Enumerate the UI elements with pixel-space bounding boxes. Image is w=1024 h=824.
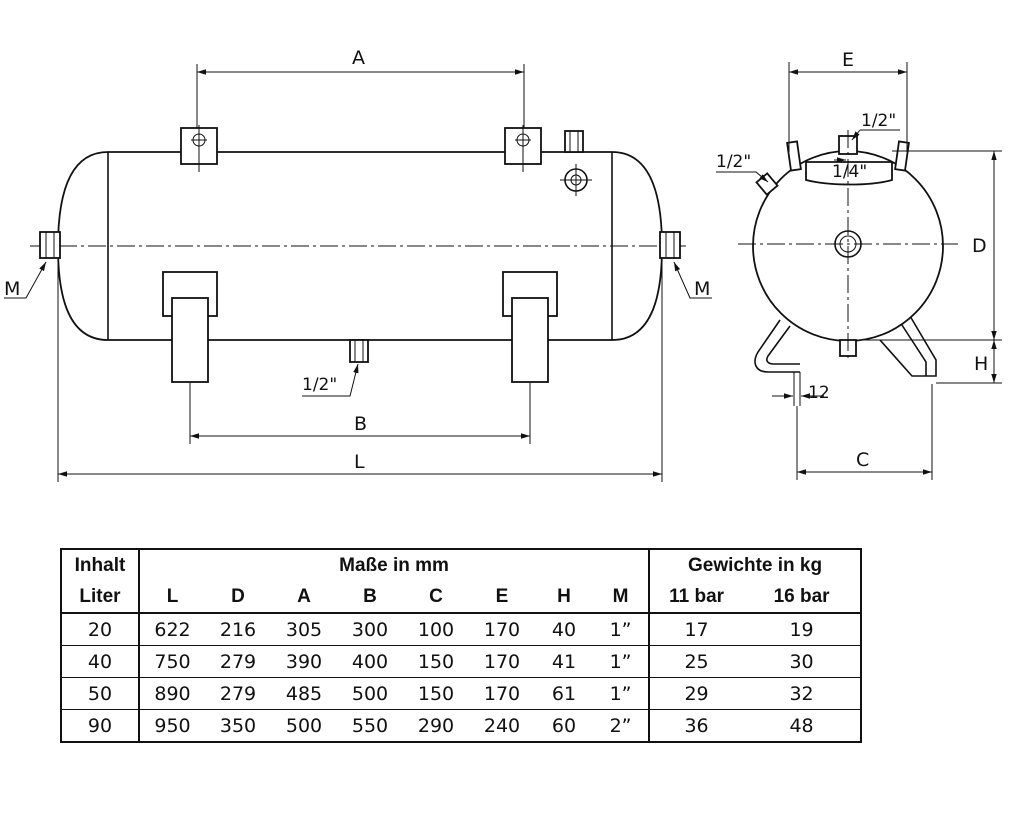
cell-b: 500: [337, 677, 403, 710]
cell-w11: 17: [649, 613, 744, 646]
end-view: 1/2" 1/2" 1/4" E D H 12 C: [716, 49, 1002, 480]
cell-liter: 90: [60, 709, 140, 743]
dimension-l-label: L: [354, 451, 365, 473]
cell-d: 279: [205, 645, 271, 678]
cell-e: 240: [469, 709, 535, 743]
table-row: 20 622 216 305 300 100 170 40 1” 17 19: [60, 613, 863, 646]
end-socket-right: [659, 231, 681, 259]
cell-m: 2”: [593, 709, 651, 743]
cell-l: 750: [139, 645, 205, 678]
cell-e: 170: [469, 613, 535, 646]
col-header-16bar: 16 bar: [743, 581, 863, 614]
cell-l: 622: [139, 613, 205, 646]
foot-left: [162, 271, 218, 383]
table-row: 40 750 279 390 400 150 170 41 1” 25 30: [60, 645, 863, 678]
foot-right: [502, 271, 558, 383]
side-view: M M 1/2" A B L: [4, 47, 712, 482]
cell-c: 150: [403, 677, 469, 710]
cell-c: 150: [403, 645, 469, 678]
cell-e: 170: [469, 677, 535, 710]
cell-b: 550: [337, 709, 403, 743]
end-socket-left: [39, 231, 61, 259]
table-row: 90 950 350 500 550 290 240 60 2” 36 48: [60, 709, 863, 743]
col-header-c: C: [403, 581, 469, 614]
col-header-m: M: [593, 581, 651, 614]
cell-m: 1”: [593, 645, 651, 678]
cell-w16: 19: [743, 613, 863, 646]
fitting-label-top: 1/2": [861, 111, 896, 131]
cell-h: 61: [535, 677, 593, 710]
col-header-b: B: [337, 581, 403, 614]
technical-drawing: M M 1/2" A B L: [4, 47, 1002, 482]
cell-m: 1”: [593, 677, 651, 710]
cell-b: 400: [337, 645, 403, 678]
spec-table: Inhalt Maße in mm Gewichte in kg Liter L…: [60, 548, 863, 743]
fitting-label-side: 1/2": [716, 152, 751, 172]
cell-c: 100: [403, 613, 469, 646]
fitting-label-inner: 1/4": [832, 162, 867, 182]
header-volume-2: Liter: [60, 581, 140, 614]
cell-a: 305: [271, 613, 337, 646]
cell-a: 485: [271, 677, 337, 710]
header-volume-1: Inhalt: [60, 548, 140, 581]
cell-liter: 40: [60, 645, 140, 678]
col-header-e: E: [469, 581, 535, 614]
dimension-e-label: E: [842, 49, 854, 71]
gauge-icon: [560, 164, 592, 196]
cell-m: 1”: [593, 613, 651, 646]
col-header-l: L: [139, 581, 205, 614]
fitting-label-m-right: M: [694, 278, 710, 300]
cell-w11: 25: [649, 645, 744, 678]
col-header-d: D: [205, 581, 271, 614]
cell-h: 40: [535, 613, 593, 646]
table-row: 50 890 279 485 500 150 170 61 1” 29 32: [60, 677, 863, 710]
cell-w11: 36: [649, 709, 744, 743]
fitting-label-m-left: M: [4, 278, 20, 300]
dimension-a-label: A: [352, 47, 365, 69]
mounting-lug-right: [504, 125, 542, 172]
cell-a: 390: [271, 645, 337, 678]
cell-d: 279: [205, 677, 271, 710]
dimension-b-label: B: [354, 413, 367, 435]
cell-h: 60: [535, 709, 593, 743]
col-header-a: A: [271, 581, 337, 614]
dimension-c-label: C: [856, 449, 869, 471]
top-socket: [564, 130, 584, 153]
cell-d: 216: [205, 613, 271, 646]
col-header-h: H: [535, 581, 593, 614]
cell-l: 890: [139, 677, 205, 710]
col-header-11bar: 11 bar: [649, 581, 744, 614]
header-dimensions: Maße in mm: [139, 548, 651, 581]
mounting-lug-left: [180, 125, 218, 172]
cell-liter: 20: [60, 613, 140, 646]
dimension-h-label: H: [974, 353, 988, 375]
cell-w16: 48: [743, 709, 863, 743]
cell-w11: 29: [649, 677, 744, 710]
cell-a: 500: [271, 709, 337, 743]
drain-socket: [349, 339, 369, 363]
cell-liter: 50: [60, 677, 140, 710]
cell-b: 300: [337, 613, 403, 646]
cell-e: 170: [469, 645, 535, 678]
cell-l: 950: [139, 709, 205, 743]
cell-w16: 32: [743, 677, 863, 710]
fitting-label-drain: 1/2": [302, 375, 337, 395]
dimension-d-label: D: [972, 235, 987, 257]
cell-d: 350: [205, 709, 271, 743]
cell-c: 290: [403, 709, 469, 743]
dimension-12-label: 12: [808, 383, 830, 403]
header-weights: Gewichte in kg: [649, 548, 863, 581]
cell-w16: 30: [743, 645, 863, 678]
cell-h: 41: [535, 645, 593, 678]
